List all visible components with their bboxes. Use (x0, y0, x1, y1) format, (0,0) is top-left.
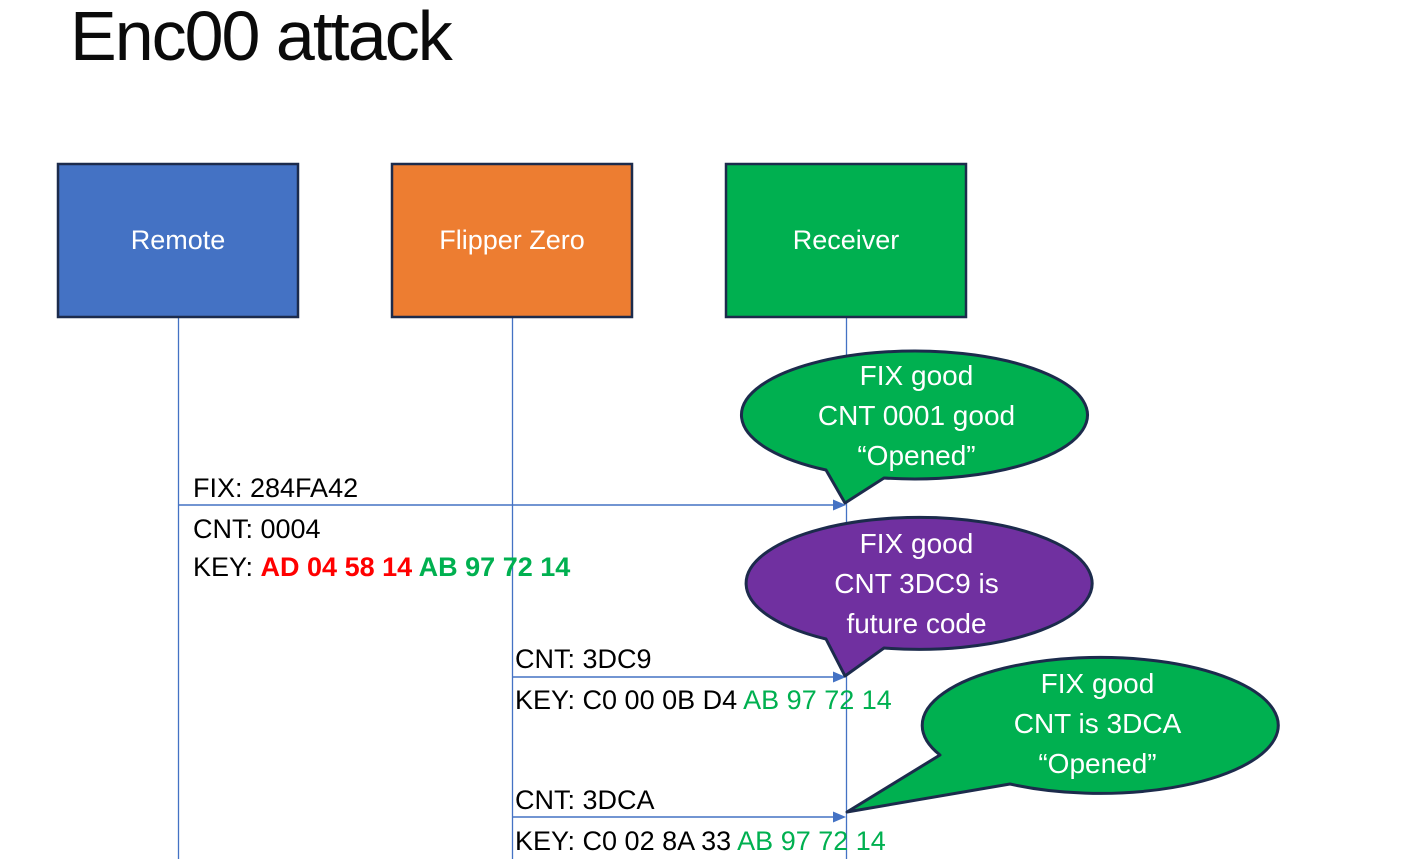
actor-label-receiver: Receiver (792, 225, 900, 255)
arrowhead-1-icon (833, 499, 846, 511)
msg1-key-line: KEY: AD 04 58 14 AB 97 72 14 (193, 551, 570, 583)
callout-2-text: FIX good CNT 3DC9 is future code (743, 524, 1090, 644)
callout-3-line-3: “Opened” (1038, 748, 1157, 779)
msg3-cnt-line: CNT: 3DCA (515, 785, 655, 815)
callout-bubble-opened-0001 (740, 349, 1089, 505)
msg2-key-serial-hex: AB 97 72 14 (743, 685, 892, 715)
callout-2-line-1: FIX good (859, 528, 974, 559)
actor-box-receiver (724, 162, 968, 319)
arrowhead-2-icon (833, 671, 846, 683)
callout-bubble-opened-3dca (845, 655, 1280, 814)
actor-box-remote (56, 162, 300, 319)
callout-3-line-2: CNT is 3DCA (1013, 708, 1182, 739)
callout-1-line-1: FIX good (859, 360, 974, 391)
callout-1-line-3: “Opened” (857, 440, 976, 471)
callout-bubble-future-code (744, 515, 1094, 678)
msg3-key-label: KEY: C0 02 8A 33 (515, 826, 738, 856)
callout-2-line-2: CNT 3DC9 is (834, 568, 999, 599)
arrowhead-3-icon (833, 811, 846, 823)
msg2-key-label: KEY: C0 00 0B D4 (515, 685, 744, 715)
callout-3-text: FIX good CNT is 3DCA “Opened” (920, 664, 1275, 784)
actor-label-remote: Remote (130, 225, 226, 255)
callout-1-text: FIX good CNT 0001 good “Opened” (743, 356, 1090, 476)
callout-3-line-1: FIX good (1040, 668, 1155, 699)
msg1-cnt-line: CNT: 0004 (193, 514, 321, 544)
msg3-key-serial-hex: AB 97 72 14 (737, 826, 886, 856)
msg1-key-serial-hex: AB 97 72 14 (418, 552, 571, 582)
msg2-cnt-line: CNT: 3DC9 (515, 644, 652, 674)
msg2-key-line: KEY: C0 00 0B D4 AB 97 72 14 (515, 684, 892, 716)
actor-box-flipper-zero (390, 162, 634, 319)
msg1-key-label: KEY: (193, 552, 261, 582)
callout-1-line-2: CNT 0001 good (817, 400, 1016, 431)
msg1-fix-line: FIX: 284FA42 (193, 473, 359, 503)
slide-title: Enc00 attack (70, 0, 453, 75)
callout-2-line-3: future code (846, 608, 987, 639)
msg3-key-line: KEY: C0 02 8A 33 AB 97 72 14 (515, 825, 886, 857)
actor-label-flipper-zero: Flipper Zero (439, 225, 585, 255)
msg1-key-rolling-hex: AD 04 58 14 (260, 552, 419, 582)
